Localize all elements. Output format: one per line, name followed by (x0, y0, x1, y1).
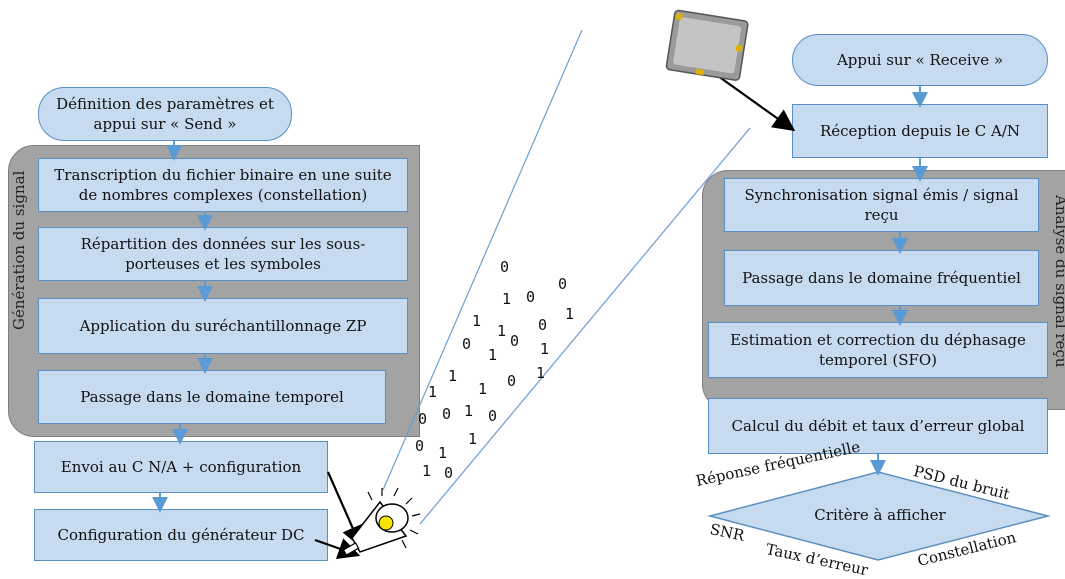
bit-digit: 0 (442, 405, 452, 423)
step-repartition: Répartition des données sur les sous-por… (38, 227, 408, 281)
bit-digit: 0 (558, 275, 568, 293)
bit-digit: 1 (438, 444, 448, 462)
bit-digit: 1 (488, 346, 498, 364)
bit-digit: 1 (497, 322, 507, 340)
bit-digit: 1 (540, 340, 550, 358)
sdr-board-icon (665, 9, 749, 81)
bit-digit: 0 (418, 410, 428, 428)
step-synchronisation: Synchronisation signal émis / signal reç… (724, 178, 1039, 232)
bit-digit: 0 (488, 407, 498, 425)
bit-digit: 1 (448, 367, 458, 385)
step-oversampling: Application du suréchantillonnage ZP (38, 298, 408, 354)
bit-digit: 0 (462, 335, 472, 353)
bit-digit: 1 (422, 462, 432, 480)
bit-digit: 1 (478, 380, 488, 398)
dc-generator-config: Configuration du générateur DC (34, 509, 328, 561)
bit-digit: 0 (507, 372, 517, 390)
global-rate-error: Calcul du débit et taux d’erreur global (708, 398, 1048, 454)
antenna-icon (342, 487, 421, 556)
step-frequency-domain: Passage dans le domaine fréquentiel (724, 250, 1039, 306)
receive-start-node: Appui sur « Receive » (792, 34, 1048, 86)
bit-digit: 1 (472, 312, 482, 330)
bit-digit: 1 (536, 364, 546, 382)
send-to-dac: Envoi au C N/A + configuration (34, 441, 328, 493)
reception-from-adc: Réception depuis le C A/N (792, 104, 1048, 158)
decision-label: Critère à afficher (814, 506, 946, 524)
step-sfo-correction: Estimation et correction du déphasage te… (708, 322, 1048, 378)
bit-digit: 0 (500, 258, 510, 276)
bit-digit: 1 (468, 430, 478, 448)
bit-digit: 1 (565, 305, 575, 323)
bit-digit: 0 (538, 316, 548, 334)
bit-digit: 0 (415, 437, 425, 455)
bit-digit: 1 (428, 383, 438, 401)
bit-digit: 0 (444, 464, 454, 482)
step-transcription: Transcription du fichier binaire en une … (38, 158, 408, 212)
bit-digit: 0 (510, 332, 520, 350)
bit-digit: 0 (526, 288, 536, 306)
bit-digit: 1 (502, 290, 512, 308)
step-time-domain: Passage dans le domaine temporel (38, 370, 386, 424)
bit-digit: 1 (464, 402, 474, 420)
send-start-node: Définition des paramètres et appui sur «… (38, 87, 292, 141)
